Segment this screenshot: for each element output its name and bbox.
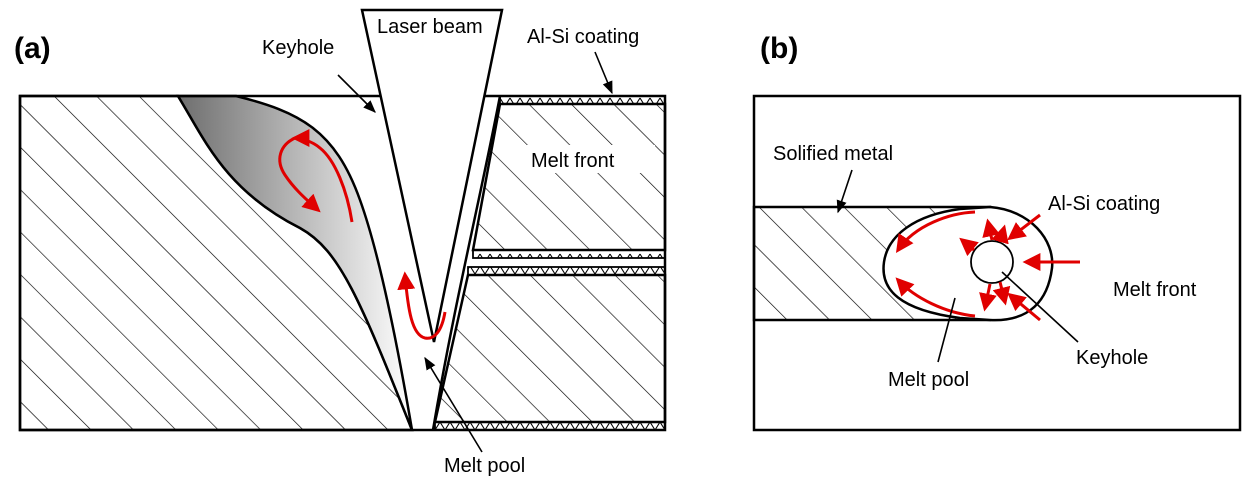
pool-arrow-top <box>895 210 976 253</box>
coating-label: Al-Si coating <box>527 26 639 48</box>
coating-b-label: Al-Si coating <box>1048 193 1160 215</box>
melt-pool-b-label: Melt pool <box>888 369 969 391</box>
laser-beam-shape <box>360 8 504 343</box>
coating-leader <box>594 51 613 95</box>
panel-b: (b) Solified metal Al-Si coating Melt fr… <box>752 32 1242 432</box>
solidified-label: Solified metal <box>773 143 893 165</box>
keyhole-b-label: Keyhole <box>1076 347 1148 369</box>
keyhole-right-wall <box>431 95 502 431</box>
coating-mid-2 <box>467 266 666 276</box>
keyhole-label: Keyhole <box>262 37 334 59</box>
solidified-leader <box>836 169 853 214</box>
keyhole-b-leader <box>1001 271 1079 343</box>
kh-arrow-ur <box>991 224 1009 245</box>
melt-pool-b-leader <box>937 297 956 363</box>
panel-b-tag: (b) <box>760 32 798 65</box>
flow-arrow-bottom <box>397 271 447 340</box>
flow-arrow-loop <box>278 136 321 213</box>
melt-pool-leader <box>424 356 483 453</box>
melt-pool-label: Melt pool <box>444 455 525 477</box>
front-arrow-1 <box>1007 213 1041 241</box>
lower-sheet-right <box>433 273 667 424</box>
panel-a-frame <box>18 94 667 432</box>
panel-a-tag: (a) <box>14 32 51 65</box>
upper-sheet-right <box>471 102 667 252</box>
kh-arrow-dr <box>992 281 1011 306</box>
coating-mid-1 <box>472 249 666 259</box>
front-arrow-3 <box>1007 292 1041 322</box>
panel-a: (a) Keyhole Laser beam Al-Si coating Mel… <box>14 8 667 477</box>
flow-arrow-loop-2 <box>291 129 354 223</box>
melt-front-b-label: Melt front <box>1113 279 1197 301</box>
pool-arrow-bottom <box>895 277 976 318</box>
melt-front-label-bg <box>527 145 655 173</box>
kh-arrow-up <box>982 218 1000 241</box>
keyhole-leader <box>337 74 376 113</box>
kh-arrow-down <box>979 283 997 312</box>
melt-front-label: Melt front <box>531 150 615 172</box>
kh-arrow-left-up <box>959 237 979 257</box>
laser-beam-label: Laser beam <box>377 16 483 38</box>
